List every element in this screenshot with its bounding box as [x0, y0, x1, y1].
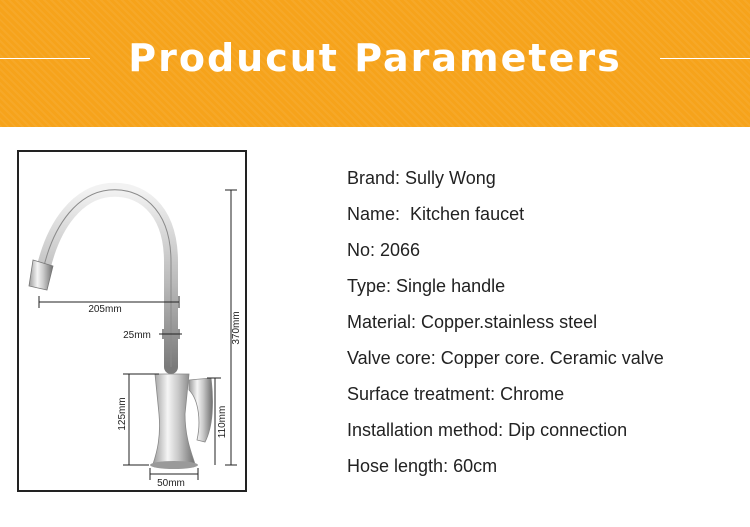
base-diameter-label: 50mm [157, 478, 185, 489]
header-banner: Producut Parameters [0, 0, 750, 127]
spray-head [28, 259, 54, 291]
body-height-label: 125mm [117, 397, 128, 430]
spec-brand: Brand: Sully Wong [347, 168, 496, 188]
spout-diameter-label: 25mm [123, 330, 151, 341]
spec-surface-treatment: Surface treatment: Chrome [347, 384, 565, 404]
page-title: Producut Parameters [128, 36, 622, 80]
spec-number: No: 2066 [347, 240, 421, 260]
spec-type: Type: Single handle [347, 276, 506, 296]
spec-name: Name: Kitchen faucet [347, 204, 525, 224]
spec-installation-method: Installation method: Dip connection [347, 420, 628, 440]
product-image: 370mm 205mm 25mm 125mm 110mm 50mm [17, 150, 247, 492]
banner-divider-right [660, 58, 750, 59]
faucet-handle [188, 377, 213, 443]
faucet-base [150, 461, 198, 469]
total-height-label: 370mm [231, 311, 242, 344]
spout-reach-label: 205mm [88, 304, 121, 315]
spec-list: Brand: Sully Wong Name: Kitchen faucet N… [347, 160, 737, 484]
banner-divider-left [0, 58, 90, 59]
faucet-spout [36, 182, 178, 374]
handle-height-label: 110mm [217, 406, 228, 439]
spec-material: Material: Copper.stainless steel [347, 312, 598, 332]
spec-valve-core: Valve core: Copper core. Ceramic valve [347, 348, 664, 368]
faucet-illustration: 370mm 205mm 25mm 125mm 110mm 50mm [28, 182, 242, 489]
spec-hose-length: Hose length: 60cm [347, 456, 498, 476]
